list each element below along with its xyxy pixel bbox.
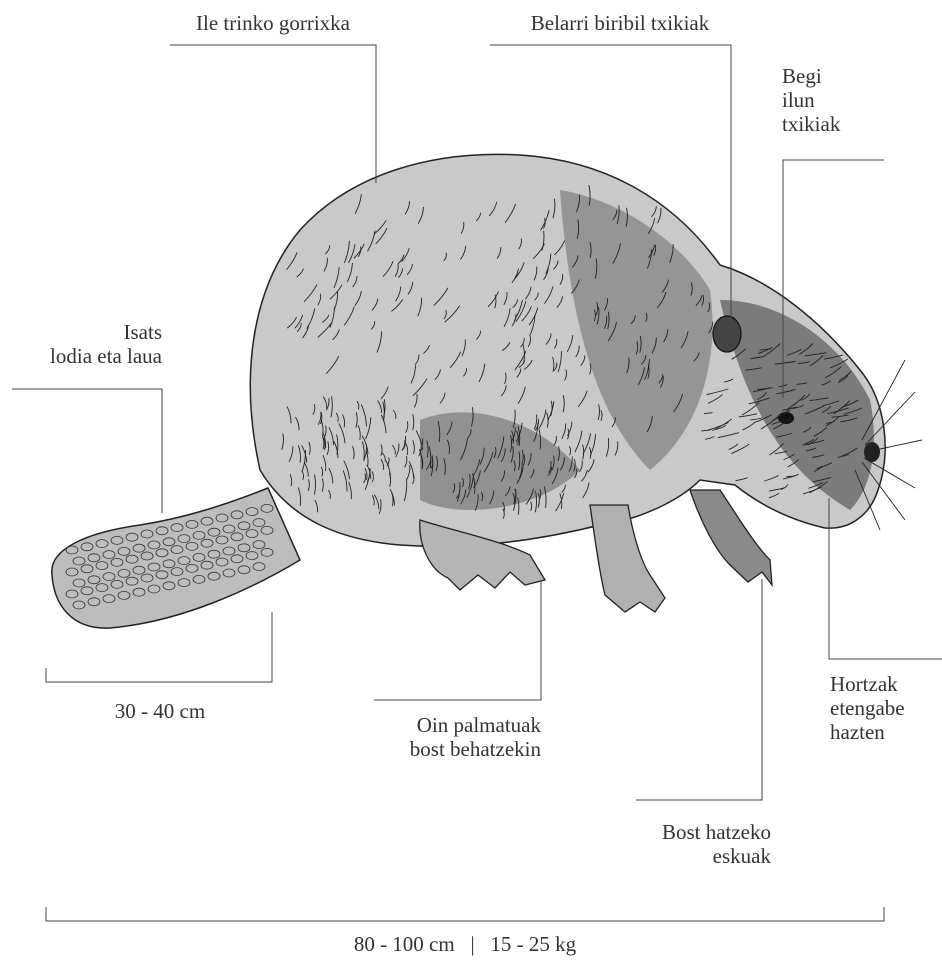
front-paw — [690, 490, 772, 585]
feet-label: Oin palmatuak bost behatzekin — [360, 713, 541, 761]
teeth-label-line-1: Hortzak — [830, 672, 905, 696]
eyes-label-line-2: ilun — [782, 88, 840, 112]
teeth-label-line-2: etengabe — [830, 696, 905, 720]
beaver-drawing — [52, 154, 922, 628]
hands-label: Bost hatzeko eskuak — [600, 820, 771, 868]
feet-label-line-2: bost behatzekin — [360, 737, 541, 761]
eyes-label-line-1: Begi — [782, 64, 840, 88]
feet-leader — [374, 581, 541, 700]
eyes-label-line-3: txikiak — [782, 112, 840, 136]
tail-label-line-2: lodia eta laua — [30, 344, 162, 368]
ears-label: Belarri biribil txikiak — [500, 11, 740, 35]
hands-label-line-1: Bost hatzeko — [600, 820, 771, 844]
fur-label: Ile trinko gorrixka — [170, 11, 376, 35]
tail-size-label: 30 - 40 cm — [60, 699, 260, 723]
teeth-label-line-3: hazten — [830, 720, 905, 744]
ear-shape — [713, 316, 741, 352]
feet-label-line-1: Oin palmatuak — [360, 713, 541, 737]
tail-label: Isats lodia eta laua — [30, 320, 162, 368]
tail-shape — [52, 488, 300, 628]
hands-label-line-2: eskuak — [600, 844, 771, 868]
total-size-bracket — [46, 907, 884, 921]
total-size-label: 80 - 100 cm | 15 - 25 kg — [250, 932, 680, 956]
fur-leader — [170, 45, 376, 183]
tail-leader — [12, 389, 162, 513]
tail-label-line-1: Isats — [30, 320, 162, 344]
front-leg — [590, 505, 665, 612]
eyes-label: Begi ilun txikiak — [782, 64, 840, 136]
teeth-label: Hortzak etengabe hazten — [830, 672, 905, 744]
